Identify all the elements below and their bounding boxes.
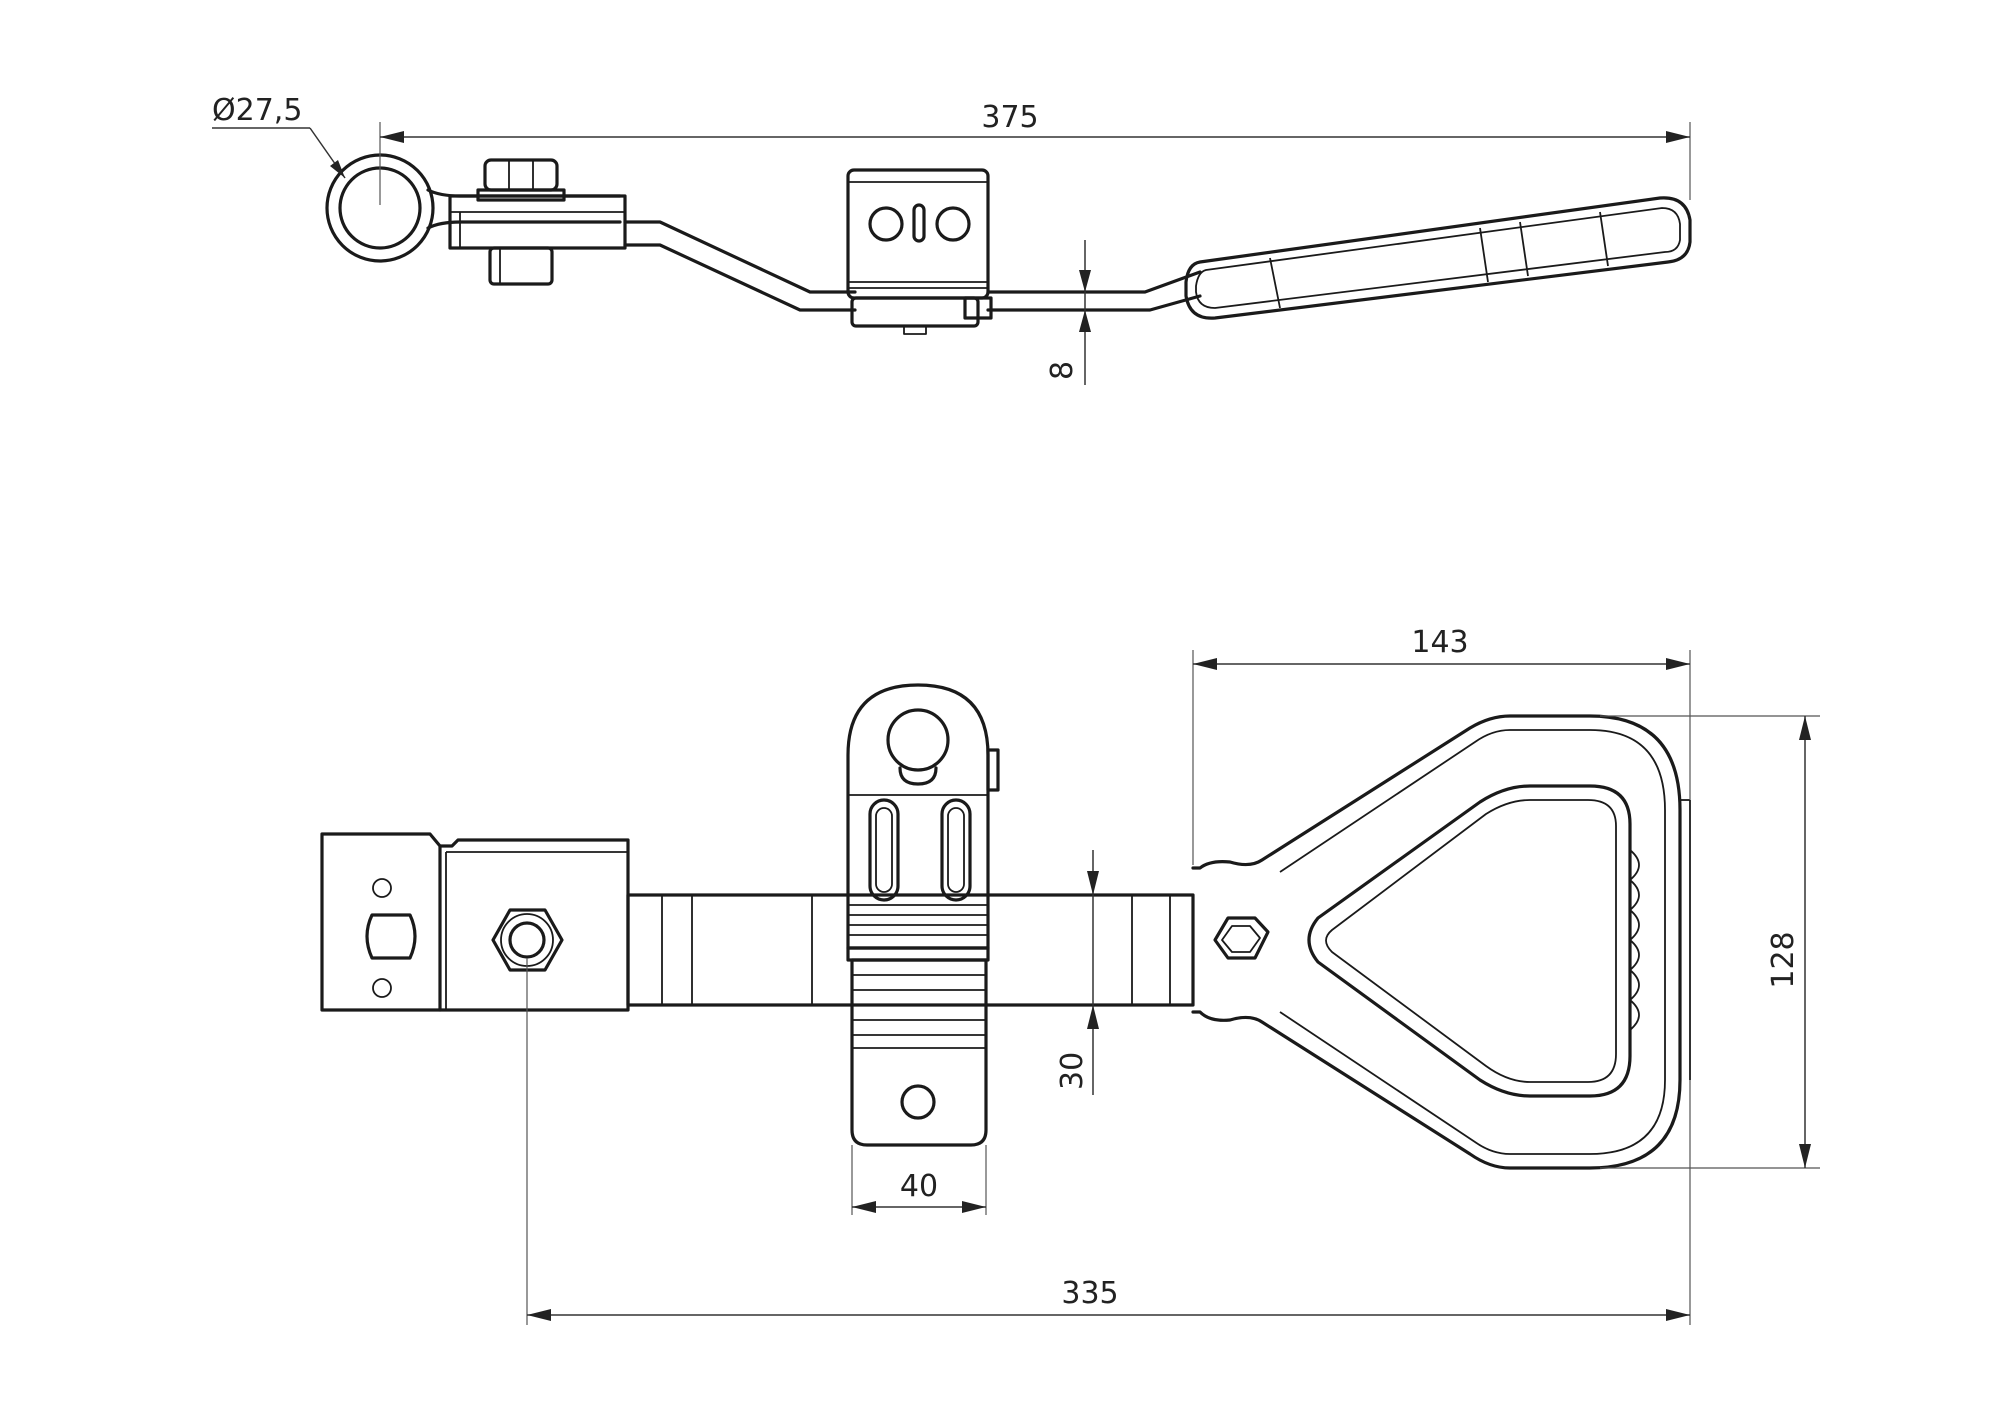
dim-thickness: 8	[1045, 240, 1091, 385]
bracket-slot-right-inner	[947, 807, 965, 893]
bracket-hole-left	[868, 206, 904, 242]
bracket-tab-plan	[986, 748, 1000, 792]
washer-top	[476, 188, 566, 202]
bar-width-label: 30	[1055, 1052, 1090, 1090]
logo-shape-outer	[1213, 916, 1270, 960]
bracket-hole-right	[935, 206, 971, 242]
bracket-slot	[912, 203, 926, 243]
bracket-tab	[963, 296, 993, 320]
logo-shape-inner	[1221, 925, 1261, 953]
arrow-128-top	[1799, 716, 1811, 740]
grip-ridge-4	[1599, 211, 1609, 267]
hex-nut	[491, 908, 564, 972]
arrow-40-right	[962, 1201, 986, 1213]
plate-hole-bottom	[372, 978, 392, 998]
bar-upper-edge	[623, 220, 857, 294]
handle-outline-inner	[1279, 729, 1666, 1155]
bracket-slot-right	[940, 798, 972, 902]
eye-neck-bottom	[426, 220, 622, 230]
side-view	[325, 153, 1692, 335]
grip-ridge-3	[1519, 221, 1529, 277]
brand-logo	[1213, 916, 1270, 960]
arrow-8-top	[1079, 270, 1091, 292]
dim-overall-top: 375	[379, 100, 1691, 205]
arrow-143-left	[1193, 658, 1217, 670]
bolt-bottom	[488, 246, 554, 286]
dim-bracket-width: 40	[851, 1145, 987, 1215]
bracket-width-label: 40	[900, 1169, 938, 1204]
length-375-label: 375	[981, 100, 1038, 135]
nut-top	[483, 158, 559, 192]
bracket-slot-left-inner	[875, 807, 893, 893]
bar-mid-lower	[986, 294, 1202, 312]
handle-grip-inner	[1195, 207, 1681, 309]
main-bar	[626, 893, 1195, 1007]
handle-outline	[1191, 714, 1682, 1170]
handle-opening-inner	[1325, 799, 1617, 1083]
bracket-foot	[850, 296, 980, 328]
dim-handle-width: 143	[1192, 625, 1691, 865]
arrow-30-bottom	[1087, 1005, 1099, 1029]
plate-hole-top	[372, 878, 392, 898]
bracket-bottom-hole	[900, 1084, 936, 1120]
bracket-upper	[846, 683, 990, 950]
dim-diameter: Ø27,5	[212, 93, 346, 179]
diameter-label: Ø27,5	[212, 93, 302, 128]
bracket-pin	[903, 325, 927, 335]
handle-scallops	[1629, 849, 1640, 1031]
arrow-30-top	[1087, 871, 1099, 895]
clamp-body	[438, 838, 630, 1012]
arrow-335-left	[527, 1309, 551, 1321]
bracket-slot-left	[868, 798, 900, 902]
arrow-375-right	[1666, 131, 1690, 143]
mounting-plate	[320, 832, 442, 1012]
bracket-knob-stem	[898, 766, 938, 786]
arrow-375-left	[380, 131, 404, 143]
grip-ridge-1	[1269, 257, 1281, 309]
bar-mid-upper	[986, 270, 1202, 294]
arrow-40-left	[852, 1201, 876, 1213]
length-335-label: 335	[1061, 1276, 1118, 1311]
bolt-end	[508, 921, 546, 959]
dim-handle-height: 128	[1600, 715, 1820, 1169]
dim-overall-bottom: 335	[526, 958, 1691, 1325]
handle-opening	[1307, 784, 1632, 1098]
arrow-8-bottom	[1079, 310, 1091, 332]
bracket-lower	[850, 958, 988, 1147]
grip-ridge-2	[1479, 227, 1489, 283]
handle-height-label: 128	[1766, 931, 1801, 988]
handle-grip-side	[1184, 196, 1692, 320]
plan-view	[320, 683, 1691, 1170]
bracket-mid-strip	[846, 946, 990, 962]
plate-slot	[365, 913, 417, 960]
arrow-128-bottom	[1799, 1144, 1811, 1168]
handle-width-label: 143	[1411, 625, 1468, 660]
diameter-arrow	[330, 160, 345, 178]
thickness-label: 8	[1045, 361, 1080, 380]
arrow-335-right	[1666, 1309, 1690, 1321]
bracket-knob	[886, 708, 950, 772]
dim-bar-width: 30	[1055, 850, 1099, 1095]
arrow-143-right	[1666, 658, 1690, 670]
bar-lower-edge	[623, 243, 857, 312]
